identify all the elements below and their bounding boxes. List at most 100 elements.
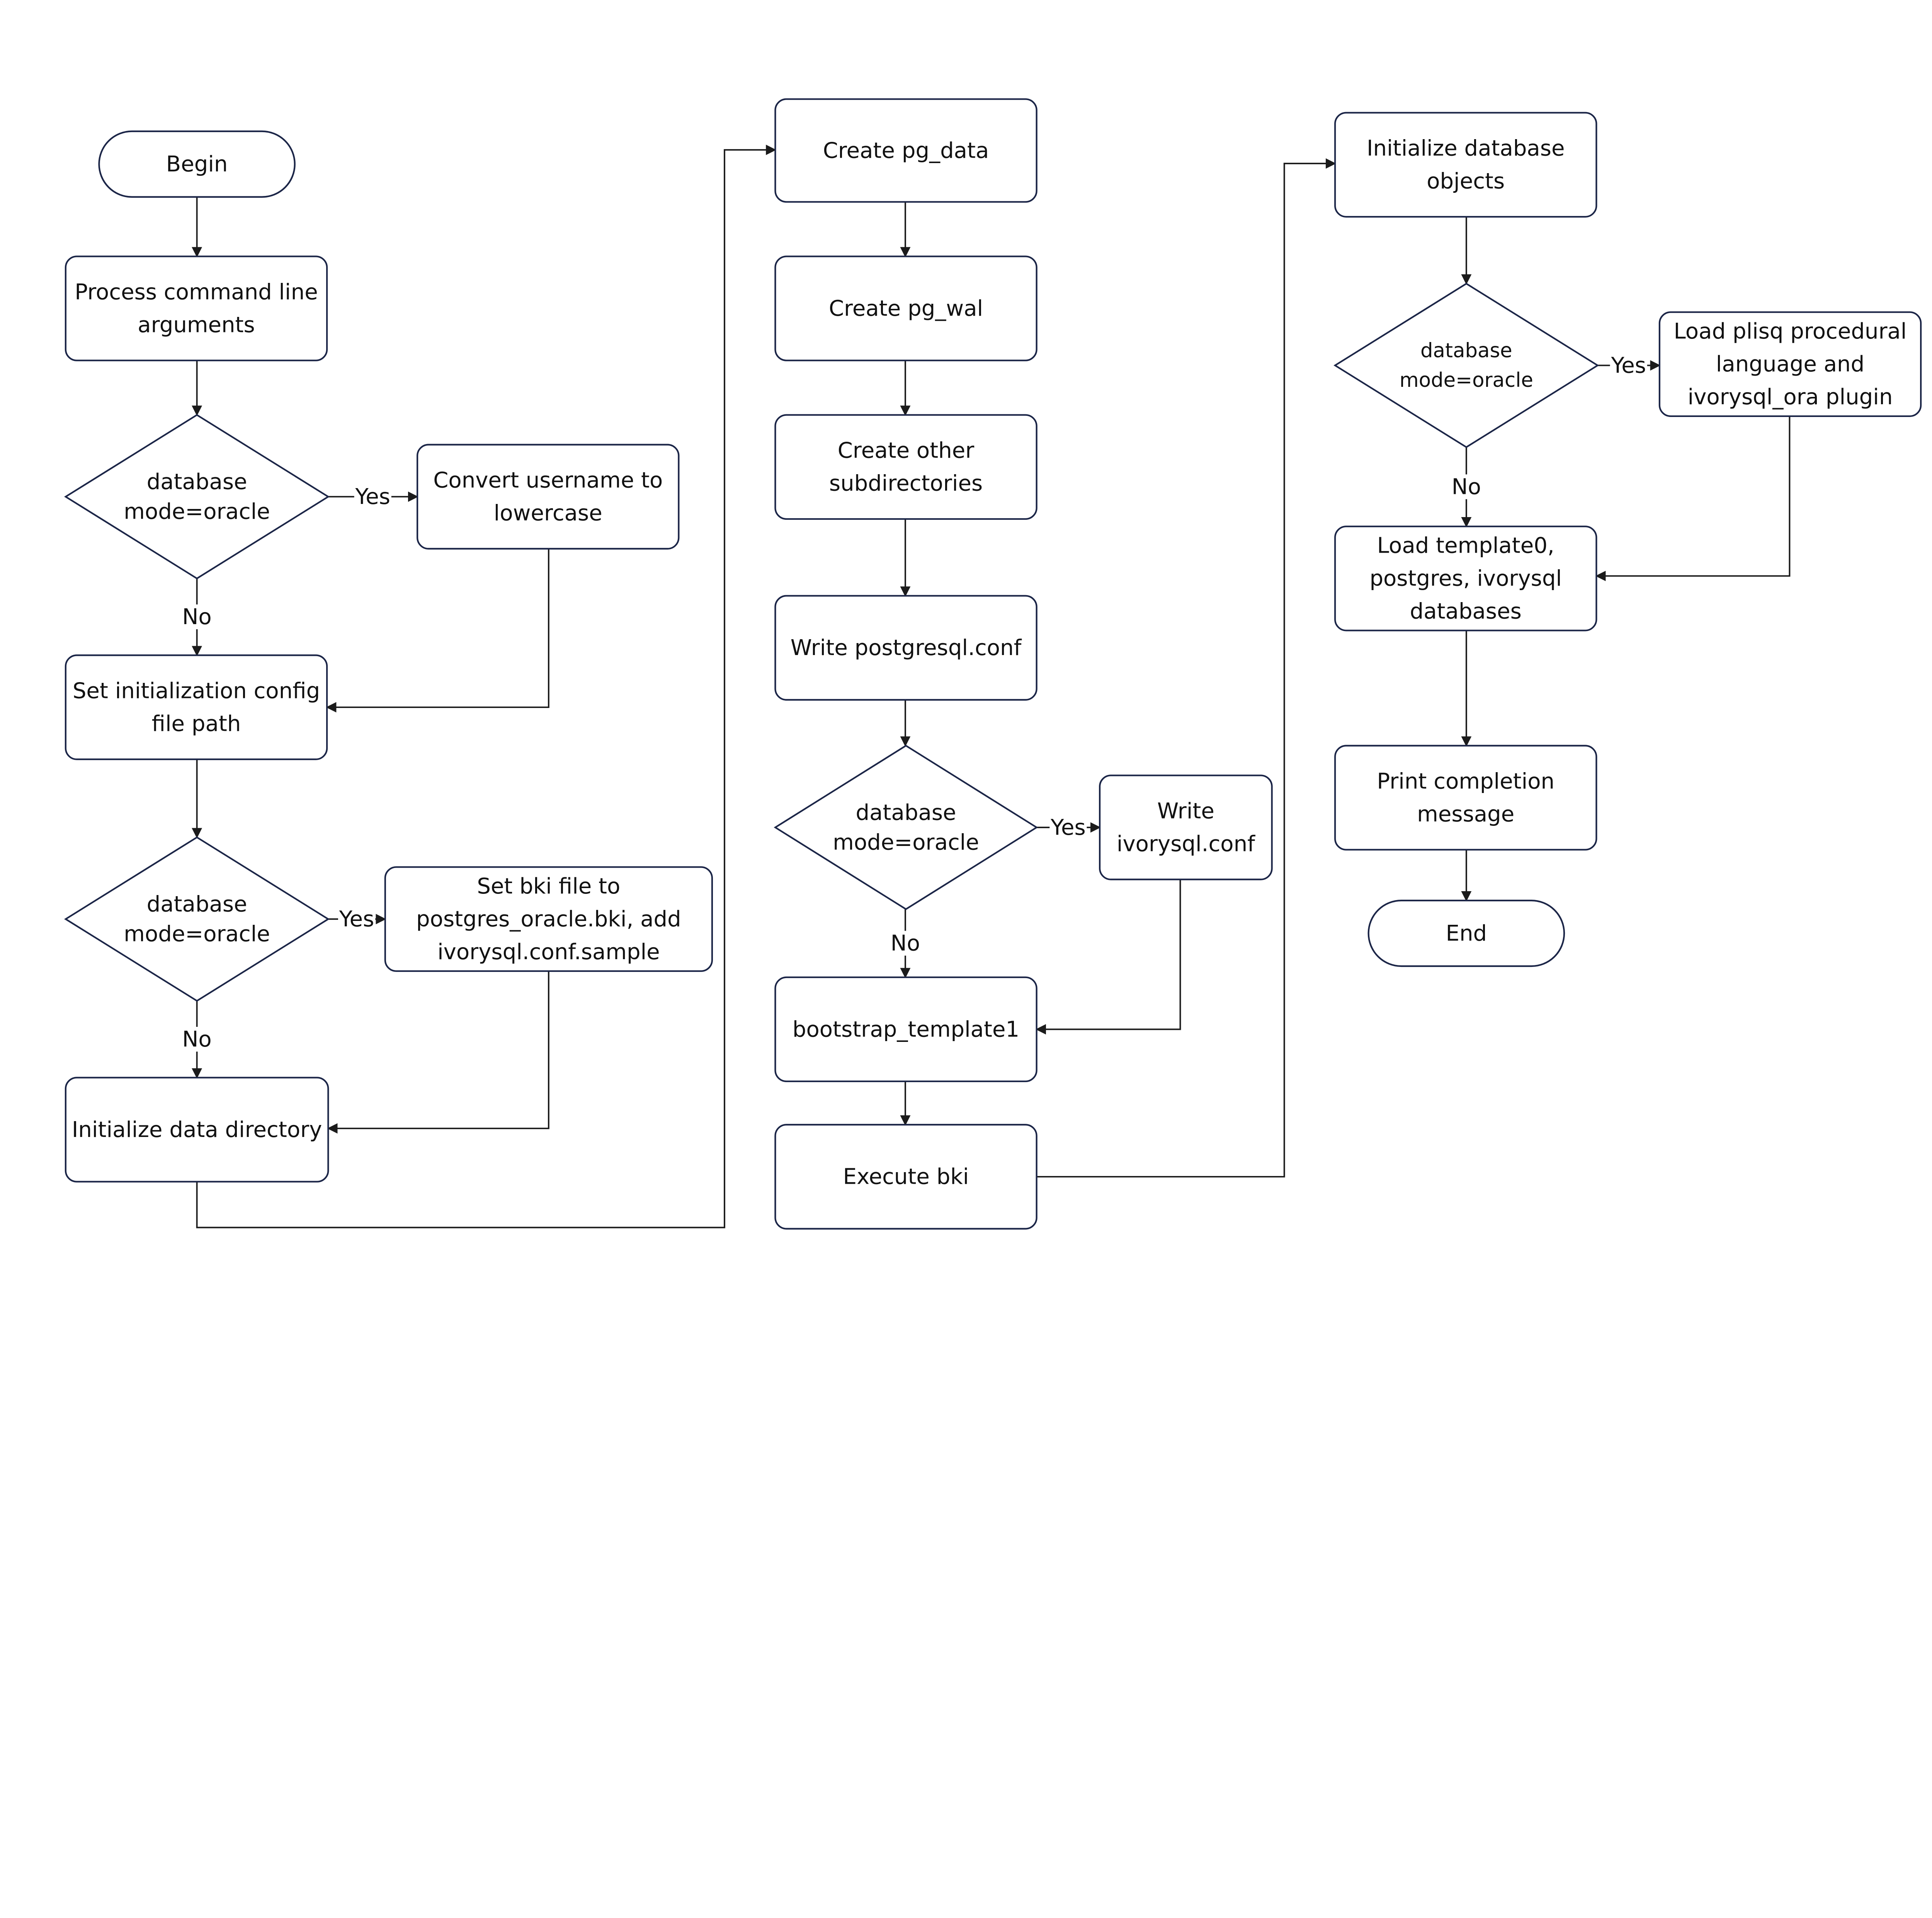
node-text-line: lowercase [494,501,602,526]
node-text-line: database [856,800,956,825]
node-create_pg_data: Create pg_data [774,98,1037,203]
edge-label-yes: Yes [1050,815,1086,840]
node-text-line: Write postgresql.conf [791,635,1022,660]
decision-diamond [1333,283,1599,448]
node-text-line: Begin [166,152,228,177]
process-box [1658,311,1922,417]
process-box [1334,745,1597,851]
node-create_subdirs: Create other subdirectories [774,414,1037,520]
connector-arrow [327,971,549,1134]
node-text-line: ivorysql.conf.sample [437,939,660,965]
node-text-line: postgres, ivorysql [1369,566,1562,591]
node-convert_username: Convert username to lowercase [417,444,680,550]
node-text-line: ivorysql.conf [1117,831,1255,856]
node-text-line: Set initialization config [73,678,320,703]
edge-decision1-to-convert_username: Yes [328,484,418,509]
process-box [774,976,1037,1082]
node-text-line: postgres_oracle.bki, add [416,907,681,932]
node-text-line: objects [1427,169,1505,194]
node-text-line: Create other [838,438,975,463]
node-load_templates: Load template0,postgres, ivorysqldatabas… [1334,526,1597,631]
process-box [774,414,1037,520]
node-text-line: ivorysql_ora plugin [1688,385,1893,410]
edge-label-yes: Yes [1611,353,1646,378]
process-box [417,444,680,550]
edge-write_ivorysql_conf-to-bootstrap_template1 [1035,879,1181,1035]
node-text-line: database [147,892,247,917]
edge-label-yes: Yes [339,907,374,932]
process-box [774,255,1037,361]
edge-decision3-to-write_ivorysql_conf: Yes [1036,815,1101,840]
node-init_data_dir: Initialize data directory [65,1077,329,1183]
node-text-line: Set bki file to [477,874,620,899]
label-background [338,907,376,932]
edge-label-yes: Yes [355,484,390,509]
node-set_bki: Set bki file to postgres_oracle.bki, add i… [384,866,713,972]
node-decision1: database mode=oracle [64,414,330,580]
decision-diamond [774,745,1038,910]
edge-execute_bki-to-init_db_objects [1036,158,1336,1178]
terminal-pill [1367,900,1565,967]
node-text-line: Process command line [75,279,318,305]
node-write_ivorysql_conf: Write ivorysql.conf [1099,774,1273,880]
node-execute_bki: Execute bki [774,1124,1037,1230]
process-box [774,1124,1037,1230]
label-background [354,484,391,509]
node-text-line: End [1446,921,1487,946]
edge-init_data_dir-to-create_pg_data [196,145,777,1229]
node-init_db_objects: Initialize database objects [1334,112,1597,218]
connector-arrow [326,548,549,713]
node-text-line: mode=oracle [124,921,270,946]
node-text-line: Initialize data directory [72,1117,322,1142]
node-text-line: bootstrap_template1 [793,1017,1019,1042]
node-text-line: mode=oracle [1400,369,1533,392]
edge-decision1-to-set_config_path: No [182,578,212,657]
node-text-line: Write [1157,798,1214,824]
connector-arrow [1595,416,1791,581]
edge-decision4-to-load_plisql: Yes [1597,353,1661,378]
node-text-line: Load plisq procedural [1674,319,1907,344]
process-box [774,595,1037,701]
node-create_pg_wal: Create pg_wal [774,255,1037,361]
node-text-line: databases [1410,599,1522,624]
node-text-line: file path [152,711,241,736]
node-text-line: database [147,470,247,495]
node-decision2: database mode=oracle [64,836,330,1002]
edge-convert_username-to-set_config_path [326,548,549,713]
edge-label-no: No [182,1027,211,1052]
connector-arrow [1036,158,1336,1178]
node-text-line: Convert username to [433,468,663,493]
node-text-line: Initialize database [1367,136,1565,161]
edge-label-no: No [182,604,211,630]
node-bootstrap_template1: bootstrap_template1 [774,976,1037,1082]
edge-label-no: No [1452,474,1481,499]
node-end: End [1367,900,1565,967]
connector-arrow [1035,879,1181,1035]
node-text-line: Print completion [1377,769,1554,794]
node-begin: Begin [98,130,296,198]
label-background [182,604,212,630]
label-background [1451,474,1481,499]
decision-diamond [64,836,330,1002]
process-box [65,654,328,760]
node-text-line: subdirectories [829,471,983,496]
label-background [890,931,920,956]
edge-label-no: No [891,931,920,956]
node-set_config_path: Set initialization config file path [65,654,328,760]
node-text-line: mode=oracle [124,499,270,524]
edge-decision3-to-bootstrap_template1: No [890,909,920,979]
node-text-line: language and [1716,352,1864,377]
node-text-line: Create pg_wal [829,296,983,321]
process-box [384,866,713,972]
node-write_postgresql_conf: Write postgresql.conf [774,595,1037,701]
process-box [65,1077,329,1183]
node-text-line: Execute bki [843,1164,969,1190]
process-box [1334,526,1597,631]
connector-arrow [196,145,777,1229]
label-background [1610,353,1647,378]
edge-decision2-to-set_bki: Yes [328,907,386,932]
